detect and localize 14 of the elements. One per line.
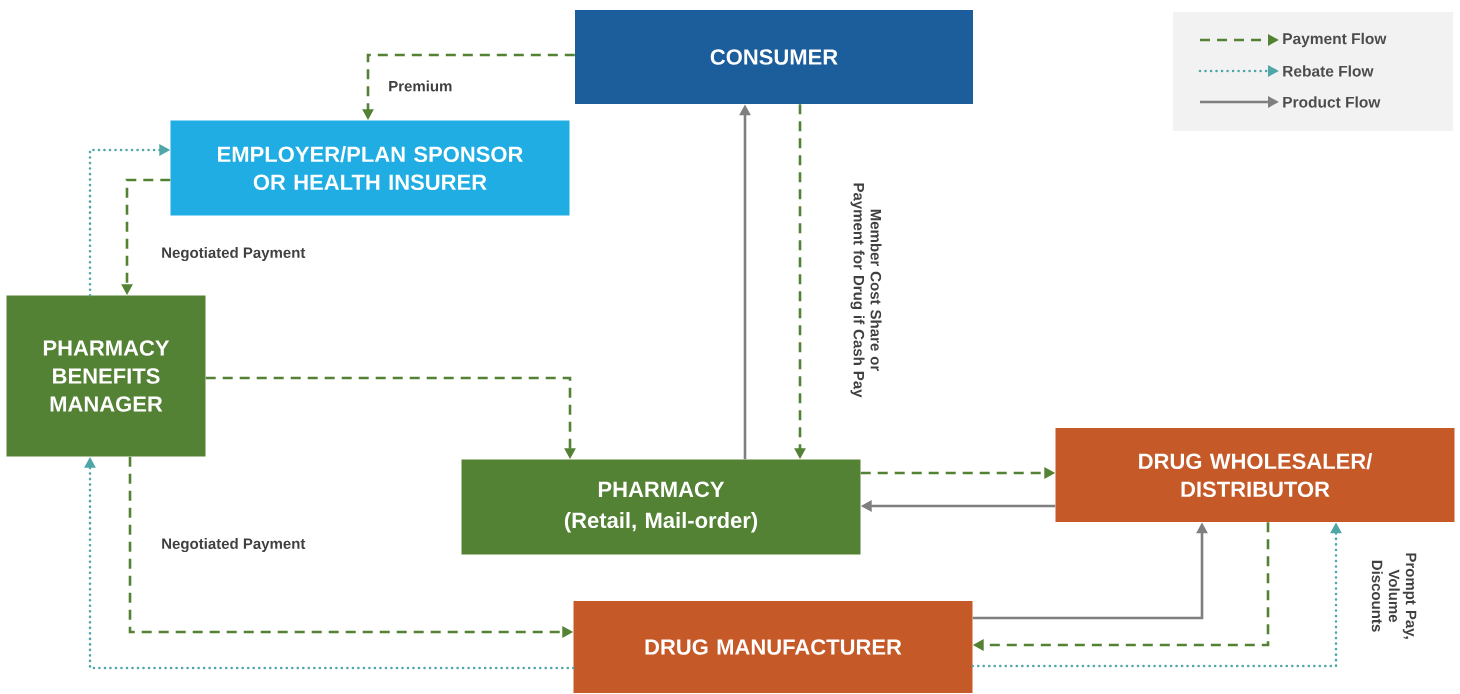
edge-label: Negotiated Payment — [160, 246, 307, 263]
legend-text: Payment Flow — [1283, 32, 1387, 48]
process-box: EMPLOYER/PLAN SPONSOR OR HEALTH INSURER — [170, 120, 570, 216]
edge-label: Prompt Pay, Volume Discounts — [1370, 540, 1418, 652]
edge-label: Negotiated Payment — [160, 537, 307, 554]
legend-text: Rebate Flow — [1283, 65, 1374, 77]
legend-text: Product Flow — [1283, 96, 1381, 108]
edge-label: Member Cost Share or Payment for Drug if Cash Pay — [849, 180, 883, 400]
process-box: DRUG WHOLESALER/ DISTRIBUTOR — [1055, 428, 1455, 522]
process-box: PHARMACY (Retail, Mail-order) — [461, 459, 861, 555]
process-box: DRUG MANUFACTURER — [573, 601, 973, 693]
process-box: PHARMACY BENEFITS MANAGER — [6, 295, 206, 457]
process-box: CONSUMER — [575, 10, 973, 104]
edge-label: Premium — [387, 79, 454, 93]
